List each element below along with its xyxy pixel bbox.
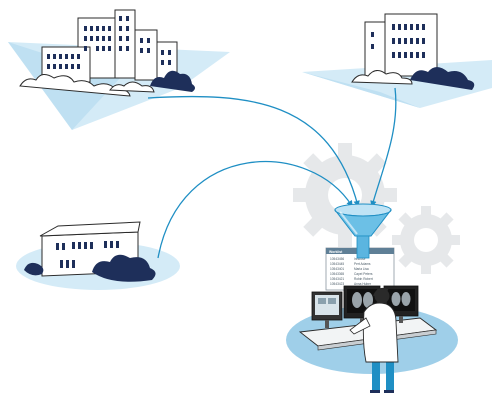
data-funnel	[334, 203, 392, 259]
monitor-left	[311, 291, 343, 328]
tree-cluster	[150, 70, 195, 92]
tree-cluster	[24, 262, 44, 276]
workstation: Worklist 10543456 Inhouse 10543445 Pert …	[286, 247, 458, 393]
connector-arrow	[147, 95, 360, 208]
hospital-top-right	[302, 13, 492, 108]
row-name: Anna Huber	[354, 282, 372, 286]
row-name: Maria Lisa	[354, 267, 369, 271]
worklist-header: Worklist	[329, 250, 343, 254]
row-name: Inhouse	[354, 257, 366, 261]
row-id: 10543401	[330, 267, 344, 271]
worklist-rows: 10543456 Inhouse 10543445 Pert Adams 105…	[330, 257, 373, 286]
row-id: 10543445	[330, 262, 344, 266]
tree-cluster	[410, 67, 475, 90]
row-name: Robin Robert	[354, 277, 373, 281]
clinic-left	[16, 221, 180, 290]
hospital-top-left	[8, 9, 230, 130]
tree-cluster	[92, 254, 156, 282]
connector-arrow	[157, 160, 353, 259]
row-name: Capel Peters	[354, 272, 373, 276]
row-id: 10543421	[330, 277, 344, 281]
monitor-center	[343, 285, 381, 326]
gear-icon-large	[293, 143, 397, 247]
connector-arrow	[370, 87, 397, 208]
row-name: Pert Adams	[354, 262, 371, 266]
radiologist-figure	[349, 287, 399, 393]
row-id: 10543365	[330, 272, 344, 276]
row-id: 10543423	[330, 282, 344, 286]
monitor-right	[383, 285, 419, 323]
row-id: 10543456	[330, 257, 344, 261]
gear-icon-small	[392, 206, 460, 274]
